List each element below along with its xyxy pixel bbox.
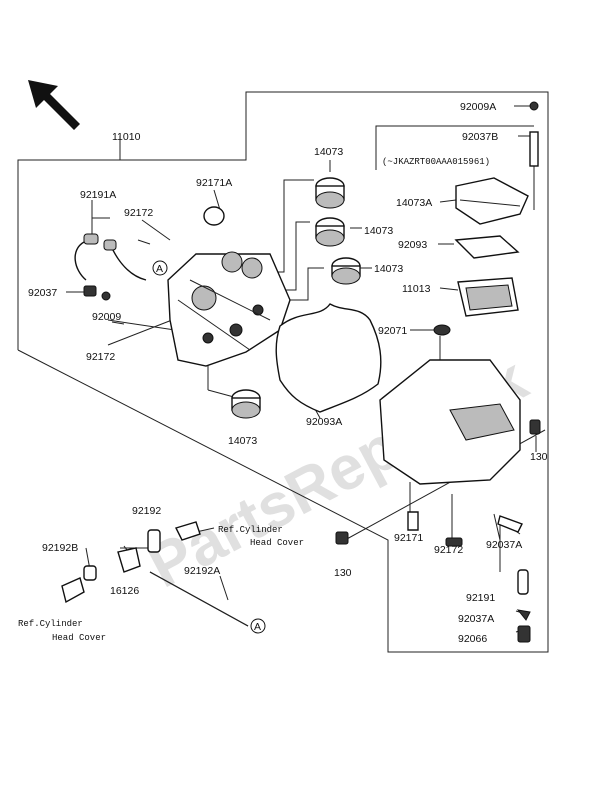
label-92191: 92191 [466,592,495,604]
label-92009A: 92009A [460,101,496,113]
label-130-right: 130 [530,451,548,463]
label-92071: 92071 [378,325,407,337]
ref-cylinder-head-cover-left-1: Ref.Cylinder [18,619,83,629]
label-92172-top: 92172 [124,207,153,219]
label-130-left: 130 [334,567,352,579]
label-14073-mid2: 14073 [374,263,403,275]
label-92093A: 92093A [306,416,342,428]
ref-cylinder-head-cover-right-1: Ref.Cylinder [218,525,283,535]
label-92171A: 92171A [196,177,232,189]
intake-duct-parts [203,177,361,419]
breather-hose [74,233,151,325]
label-92066: 92066 [458,633,487,645]
ref-cylinder-head-cover-left-2: Head Cover [52,633,106,643]
label-14073-bot: 14073 [228,435,257,447]
label-92037A-mid: 92037A [486,539,522,551]
marker-a-bottom: A [250,618,266,634]
serial-range: (~JKAZRT00AAA015961) [382,157,490,167]
label-92037B: 92037B [462,131,498,143]
label-92192B: 92192B [42,542,78,554]
label-92192: 92192 [132,505,161,517]
label-92037: 92037 [28,287,57,299]
label-92172-bot: 92172 [434,544,463,556]
svg-text:A: A [254,621,261,633]
label-16126: 16126 [110,585,139,597]
lower-parts [61,511,531,643]
marker-a-top: A [152,260,168,276]
ref-cylinder-head-cover-right-2: Head Cover [250,538,304,548]
svg-text:A: A [156,263,163,275]
label-92009: 92009 [92,311,121,323]
label-14073-top: 14073 [314,146,343,158]
label-11013: 11013 [402,283,431,295]
label-92191A: 92191A [80,189,116,201]
label-92037A-bot: 92037A [458,613,494,625]
direction-arrow-icon [28,80,80,130]
label-14073-mid1: 14073 [364,225,393,237]
label-92172-left: 92172 [86,351,115,363]
label-92171: 92171 [394,532,423,544]
cylinder-head-cover [167,251,291,367]
label-92192A: 92192A [184,565,220,577]
label-11010: 11010 [112,131,141,143]
assembly-border [17,91,549,653]
label-14073A: 14073A [396,197,432,209]
label-92093: 92093 [398,239,427,251]
air-cleaner-parts [335,101,541,545]
gasket-outline [275,303,382,413]
